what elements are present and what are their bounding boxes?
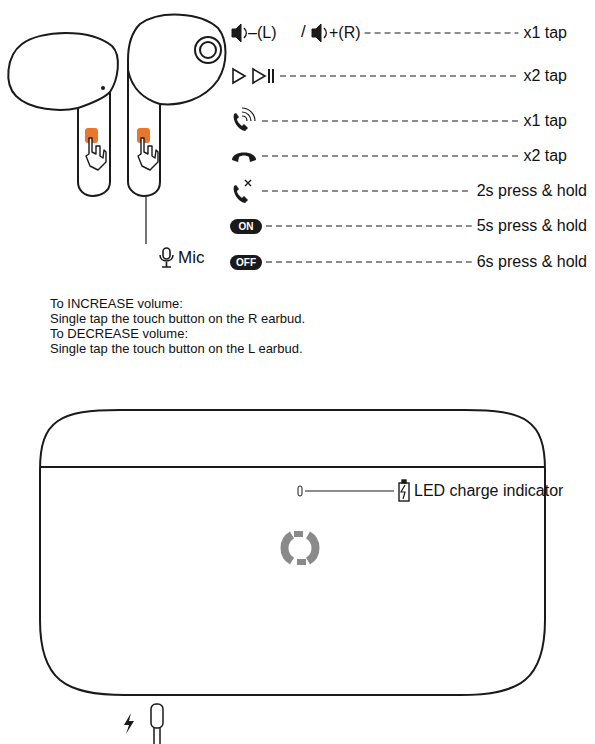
gesture-text: 2s press & hold xyxy=(477,182,587,200)
dashed-leader xyxy=(262,120,518,121)
hand-icon xyxy=(138,138,158,170)
button-action: –(L) xyxy=(248,24,276,42)
hand-icon xyxy=(86,138,106,170)
hang-up-icon xyxy=(232,153,256,163)
play-pause-icon xyxy=(253,69,274,83)
lightning-icon xyxy=(124,713,134,734)
left-earbud xyxy=(8,33,118,196)
instruction-text: Single tap the touch button on the R ear… xyxy=(50,312,305,327)
charging-case xyxy=(40,410,545,695)
gesture-text: x1 tap xyxy=(523,24,567,42)
gesture-text: 6s press & hold xyxy=(477,253,587,271)
gesture-text: x1 tap xyxy=(523,112,567,130)
instruction-text: Single tap the touch button on the L ear… xyxy=(50,342,303,357)
led xyxy=(298,486,302,496)
pill-text: OFF xyxy=(236,258,256,268)
dashed-leader xyxy=(280,75,518,76)
instruction-text: To DECREASE volume: xyxy=(50,327,188,342)
volume-icon xyxy=(232,24,246,42)
button-action: +(R) xyxy=(329,24,361,42)
gesture-text: x2 tap xyxy=(523,147,567,165)
power-pill: OFF xyxy=(230,255,262,270)
gesture-text: x2 tap xyxy=(523,67,567,85)
part-label: LED charge indicator xyxy=(414,482,563,500)
mic-icon xyxy=(160,248,173,267)
dashed-leader xyxy=(262,155,518,156)
dashed-leader xyxy=(266,261,472,262)
pill-text: ON xyxy=(239,222,254,232)
separator: / xyxy=(301,22,306,42)
reject-call-icon xyxy=(234,180,251,203)
dashed-leader xyxy=(365,32,519,33)
battery-icon xyxy=(399,480,409,501)
volume-icon xyxy=(312,24,326,42)
instruction-text: To INCREASE volume: xyxy=(50,297,183,312)
play-icon xyxy=(233,69,245,83)
dashed-leader xyxy=(266,225,472,226)
usb-c-plug xyxy=(151,704,163,744)
gesture-text: 5s press & hold xyxy=(477,217,587,235)
right-earbud xyxy=(128,15,226,196)
dashed-leader xyxy=(262,190,472,191)
logo xyxy=(284,534,315,562)
part-label: Mic xyxy=(178,248,204,268)
answer-call-icon xyxy=(234,108,255,131)
power-pill: ON xyxy=(230,219,262,234)
